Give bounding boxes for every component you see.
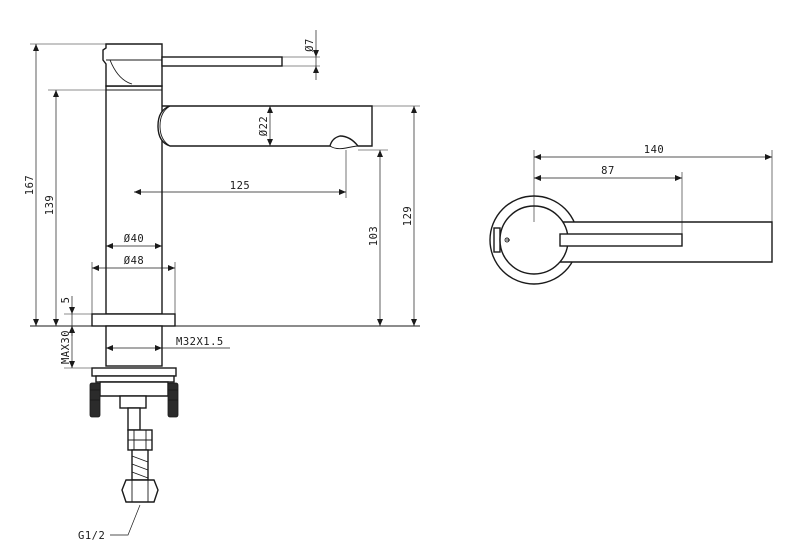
front-dimensions: Ø7 Ø22 125 Ø40 Ø48 167 13 [24, 30, 420, 542]
dim-max30: MAX30 [60, 330, 72, 364]
dim-125: 125 [230, 180, 250, 192]
dim-103: 103 [368, 226, 380, 246]
threaded-shank [105, 325, 163, 367]
supply-stem [127, 407, 141, 431]
faucet-top-view: 140 87 [489, 144, 773, 285]
spout [157, 105, 373, 147]
dim-g12: G1/2 [78, 530, 105, 542]
faucet-body [105, 85, 163, 315]
fixing-plate [99, 381, 169, 397]
dim-129: 129 [402, 206, 414, 226]
dim-d40: Ø40 [124, 233, 144, 245]
fixing-washer [91, 367, 177, 377]
dim-d48: Ø48 [124, 255, 144, 267]
base-ring [91, 313, 176, 327]
dim-d7: Ø7 [304, 38, 316, 52]
lever-handle [161, 56, 283, 67]
faucet-front-view [30, 43, 420, 503]
hose-connector [121, 479, 159, 503]
dim-5: 5 [60, 297, 72, 304]
dim-thread: M32X1.5 [176, 336, 224, 348]
dim-top-140: 140 [644, 144, 664, 156]
dim-d22: Ø22 [258, 116, 270, 136]
dim-139: 139 [44, 195, 56, 215]
top-lever [559, 233, 683, 247]
dim-167: 167 [24, 175, 36, 195]
dim-top-87: 87 [601, 165, 615, 177]
